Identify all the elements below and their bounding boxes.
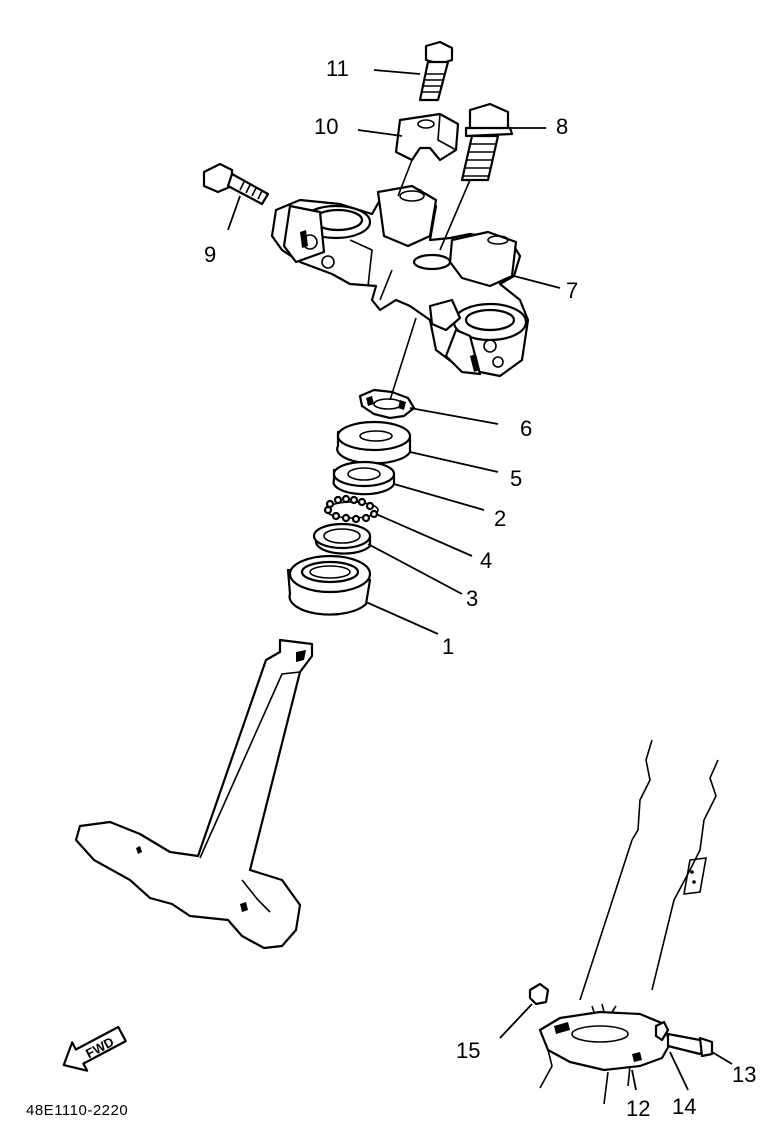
bolt-9: [202, 162, 270, 206]
callouts: 11 10 8 9 7 6 5 2 4 3 1 15 13 12 14: [204, 56, 756, 1121]
callout-12: 12: [626, 1096, 650, 1121]
clip-15: [528, 982, 550, 1006]
callout-10: 10: [314, 114, 338, 139]
bearing-race-3: [312, 522, 372, 555]
callout-15: 15: [456, 1038, 480, 1063]
bearing-race-2: [332, 460, 396, 496]
drawing-code: 48E1110-2220: [26, 1102, 128, 1119]
holder-cap-10: [394, 112, 460, 162]
callout-7: 7: [566, 278, 578, 303]
callout-14: 14: [672, 1094, 696, 1119]
callout-6: 6: [520, 416, 532, 441]
steering-stem: [74, 638, 314, 950]
fwd-label: FWD: [83, 1034, 116, 1061]
callout-13: 13: [732, 1062, 756, 1087]
fwd-arrow: FWD: [62, 1025, 127, 1072]
ring-nut-5: [336, 420, 412, 465]
callout-5: 5: [510, 466, 522, 491]
callout-2: 2: [494, 506, 506, 531]
callout-9: 9: [204, 242, 216, 267]
callout-4: 4: [480, 548, 492, 573]
bolt-13: [666, 1032, 714, 1058]
callout-1: 1: [442, 634, 454, 659]
plate-12: [538, 1003, 672, 1105]
bolt-11: [418, 40, 454, 102]
washer-14: [654, 1020, 670, 1042]
leader-lines: [227, 69, 733, 1091]
bolt-8: [460, 102, 514, 182]
fork-tubes: [579, 739, 719, 1001]
upper-bracket-7: [270, 184, 530, 378]
lock-washer-6: [358, 388, 416, 420]
callout-11: 11: [326, 56, 349, 81]
callout-3: 3: [466, 586, 478, 611]
callout-8: 8: [556, 114, 568, 139]
ball-bearing-4: [323, 494, 379, 524]
bearing-1: [286, 554, 372, 616]
